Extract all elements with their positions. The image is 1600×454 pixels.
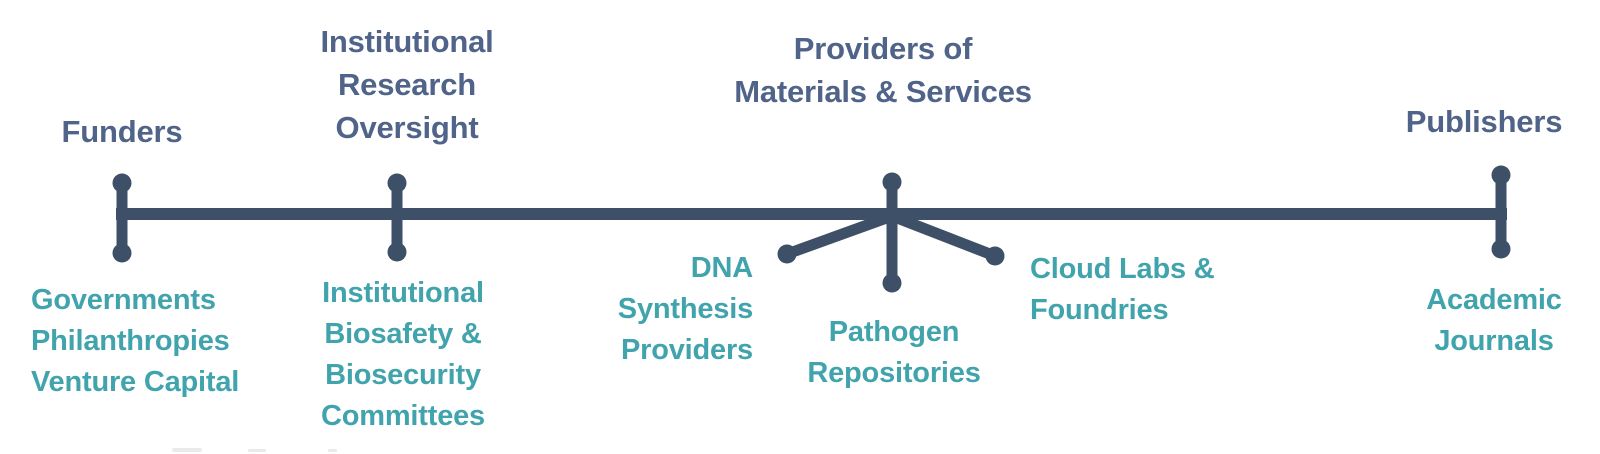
dna-synthesis-providers-sublabel: DNA Synthesis Providers [617, 252, 753, 366]
funders-tick-bottom-dot [112, 243, 132, 263]
cropped-text-artifact [328, 449, 337, 452]
institutional-research-oversight-label: Institutional Research Oversight [320, 24, 494, 145]
academic-journals-sublabel: Academic Journals [1426, 284, 1562, 357]
providers-left-branch-dot [777, 244, 797, 264]
biosafety-biosecurity-committees-sublabel: Institutional Biosafety & Biosecurity Co… [321, 277, 485, 432]
cropped-text-artifact [248, 449, 266, 452]
pathogen-repositories-sublabel: Pathogen Repositories [807, 316, 981, 389]
funders-label: Funders [61, 114, 183, 149]
oversight-tick-bottom-dot [387, 242, 407, 262]
funders-tick-top-dot [112, 173, 132, 193]
providers-branch-right [890, 210, 997, 262]
funders-sublabel: Governments Philanthropies Venture Capit… [31, 284, 240, 398]
providers-top-dot [882, 172, 902, 192]
publishers-tick-bottom-dot [1491, 239, 1511, 259]
oversight-tick-top-dot [387, 173, 407, 193]
cropped-text-artifact [172, 448, 202, 452]
cloud-labs-foundries-sublabel: Cloud Labs & Foundries [1030, 253, 1215, 326]
providers-right-branch-dot [985, 246, 1005, 266]
publishers-label: Publishers [1405, 104, 1563, 139]
providers-bottom-dot [882, 273, 902, 293]
providers-of-materials-services-label: Providers of Materials & Services [734, 31, 1032, 109]
publishers-tick-top-dot [1491, 165, 1511, 185]
providers-branch-left [785, 210, 894, 260]
